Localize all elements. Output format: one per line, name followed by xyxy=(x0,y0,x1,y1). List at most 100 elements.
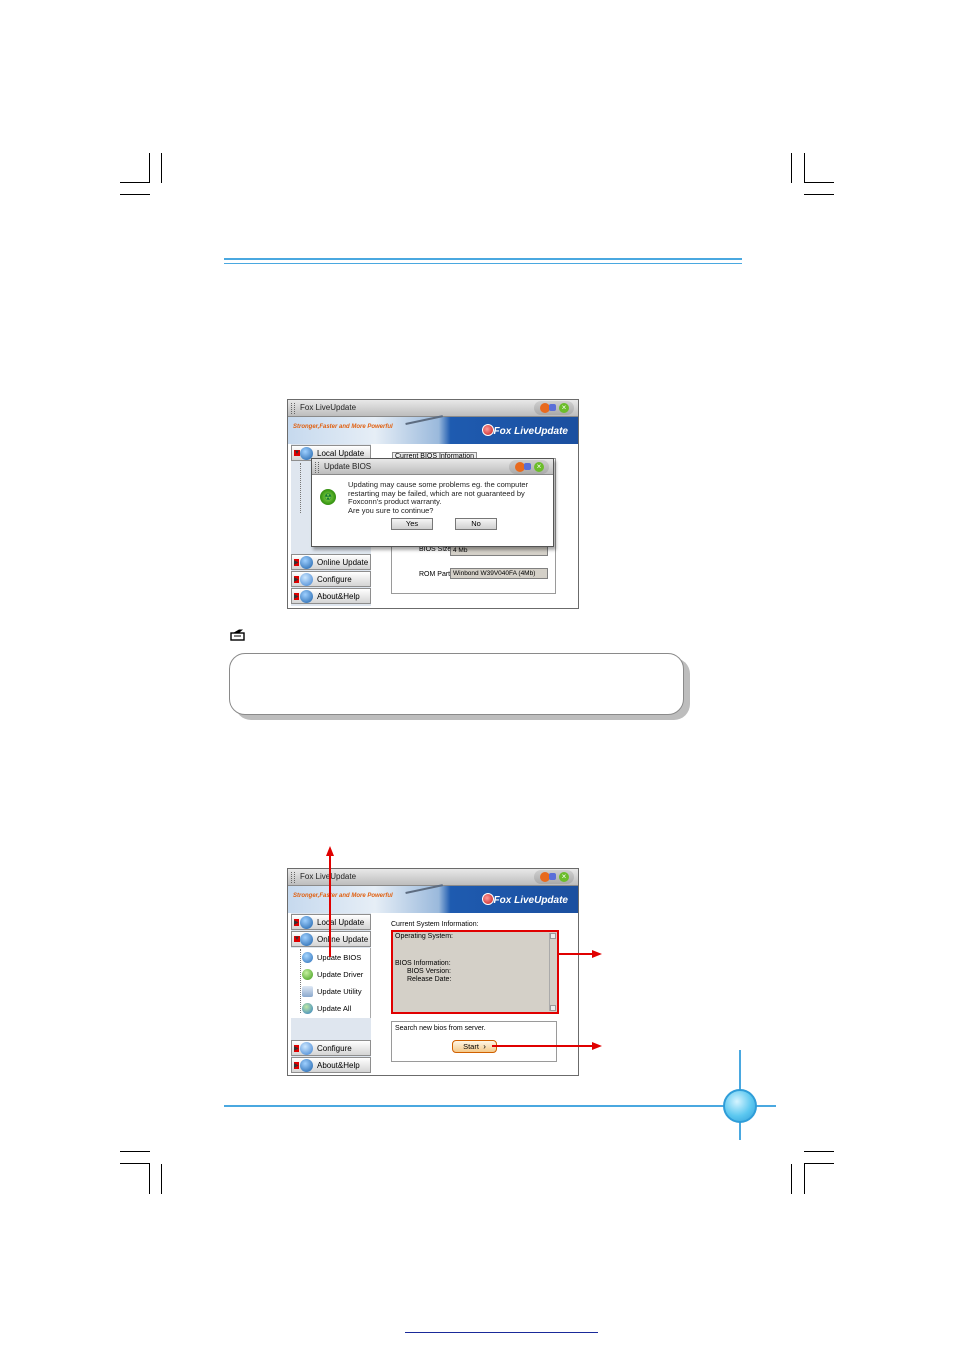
sub-item-label: Update Driver xyxy=(317,970,364,979)
sub-item-label: Update All xyxy=(317,1004,352,1013)
help-icon xyxy=(300,590,313,603)
computer-icon xyxy=(300,447,313,460)
no-button[interactable]: No xyxy=(455,518,497,530)
scroll-up-icon[interactable] xyxy=(550,933,556,939)
utility-icon xyxy=(302,986,313,997)
collapse-arrow-icon: ▶ xyxy=(294,919,299,926)
nav-label: About&Help xyxy=(317,1061,360,1070)
nav-online-update[interactable]: ▼ Online Update xyxy=(291,931,371,947)
header-rule xyxy=(224,258,742,260)
crop-mark xyxy=(120,1163,150,1164)
bios-version-label: BIOS Version: xyxy=(407,968,451,975)
warning-icon: ☢ xyxy=(320,489,336,505)
dialog-title-bar[interactable]: Update BIOS × xyxy=(312,459,553,475)
sub-item-label: Update BIOS xyxy=(317,953,362,962)
app-banner: Stronger,Faster and More Powerful Fox Li… xyxy=(288,415,578,444)
callout-arrowhead-right xyxy=(592,1042,602,1050)
nav-label: Online Update xyxy=(317,558,369,567)
computer-icon xyxy=(300,916,313,929)
close-icon[interactable]: × xyxy=(559,872,569,882)
crop-mark xyxy=(804,1163,834,1164)
maximize-icon[interactable] xyxy=(549,873,556,880)
window-controls: × xyxy=(534,401,574,415)
expand-arrow-icon: ▼ xyxy=(294,936,300,942)
crop-mark xyxy=(120,194,150,195)
nav-online-update[interactable]: ▶ Online Update xyxy=(291,554,371,570)
nav-label: Configure xyxy=(317,1044,352,1053)
app-logo: Fox LiveUpdate xyxy=(493,426,568,437)
grip-icon xyxy=(291,872,295,883)
maximize-icon[interactable] xyxy=(549,404,556,411)
gears-icon xyxy=(300,1042,313,1055)
gears-icon xyxy=(300,573,313,586)
nav-label: Local Update xyxy=(317,918,365,927)
rom-part-field: Winbond W39V040FA (4Mb) xyxy=(450,568,548,579)
crop-mark xyxy=(161,153,162,183)
globe-icon xyxy=(300,933,313,946)
globe-icon xyxy=(300,556,313,569)
title-bar[interactable]: Fox LiveUpdate × xyxy=(288,400,578,417)
crop-mark xyxy=(791,153,792,183)
nav-local-update[interactable]: ▼ Local Update xyxy=(291,445,371,461)
local-update-tree xyxy=(300,463,302,513)
callout-arrowhead-up xyxy=(326,846,334,856)
callout-arrow-vertical xyxy=(329,855,331,957)
nav-label: About&Help xyxy=(317,592,360,601)
minimize-icon[interactable] xyxy=(515,462,525,472)
minimize-icon[interactable] xyxy=(540,872,550,882)
bios-globe-icon xyxy=(302,952,313,963)
release-date-label: Release Date: xyxy=(407,976,452,983)
scrollbar[interactable] xyxy=(549,933,556,1011)
note-box xyxy=(229,653,684,715)
note-hand-icon xyxy=(230,628,246,641)
slogan: Stronger,Faster and More Powerful xyxy=(293,893,393,899)
crop-mark xyxy=(804,194,834,195)
driver-globe-icon xyxy=(302,969,313,980)
yes-button[interactable]: Yes xyxy=(391,518,433,530)
nav-configure[interactable]: ▶ Configure xyxy=(291,571,371,587)
message-line: Foxconn's product warranty. xyxy=(348,497,442,507)
nav-about-help[interactable]: ▶ About&Help xyxy=(291,1057,371,1073)
minimize-icon[interactable] xyxy=(540,403,550,413)
top-app-window: Fox LiveUpdate × Stronger,Faster and Mor… xyxy=(287,399,579,609)
collapse-arrow-icon: ▶ xyxy=(294,593,299,600)
sub-item-label: Update Utility xyxy=(317,987,362,996)
fox-logo-icon xyxy=(482,893,494,905)
search-text: Search new bios from server. xyxy=(395,1025,486,1032)
os-label: Operating System: xyxy=(395,933,453,940)
crop-mark xyxy=(161,1164,162,1194)
header-rule-thin xyxy=(224,263,742,264)
bios-info-label: BIOS Information: xyxy=(395,960,451,967)
crop-mark xyxy=(804,153,805,183)
nav-label: Configure xyxy=(317,575,352,584)
title-bar[interactable]: Fox LiveUpdate × xyxy=(288,869,578,886)
start-button[interactable]: Start › xyxy=(452,1040,497,1053)
collapse-arrow-icon: ▶ xyxy=(294,559,299,566)
callout-arrow-start xyxy=(492,1045,593,1047)
field-label: BIOS Size xyxy=(419,546,452,553)
maximize-icon[interactable] xyxy=(524,463,531,470)
scroll-down-icon[interactable] xyxy=(550,1005,556,1011)
window-controls: × xyxy=(534,870,574,884)
info-heading: Current System Information: xyxy=(391,921,479,928)
fox-logo-icon xyxy=(482,424,494,436)
airplane-icon xyxy=(405,415,445,433)
nav-local-update[interactable]: ▶ Local Update xyxy=(291,914,371,930)
update-bios-dialog: Update BIOS × ☢ Updating may cause some … xyxy=(311,458,554,547)
update-all-icon xyxy=(302,1003,313,1014)
airplane-icon xyxy=(405,884,445,902)
dialog-message: Updating may cause some problems eg. the… xyxy=(348,480,528,515)
close-icon[interactable]: × xyxy=(534,462,544,472)
crop-mark xyxy=(804,182,834,183)
grip-icon xyxy=(315,462,319,473)
window-title: Fox LiveUpdate xyxy=(300,872,357,881)
message-line: Are you sure to continue? xyxy=(348,505,434,515)
grip-icon xyxy=(291,403,295,414)
crop-mark xyxy=(149,153,150,183)
nav-configure[interactable]: ▶ Configure xyxy=(291,1040,371,1056)
submenu-tree-line xyxy=(300,949,302,1013)
crop-mark xyxy=(120,182,150,183)
nav-about-help[interactable]: ▶ About&Help xyxy=(291,588,371,604)
callout-arrow-info xyxy=(558,953,593,955)
close-icon[interactable]: × xyxy=(559,403,569,413)
